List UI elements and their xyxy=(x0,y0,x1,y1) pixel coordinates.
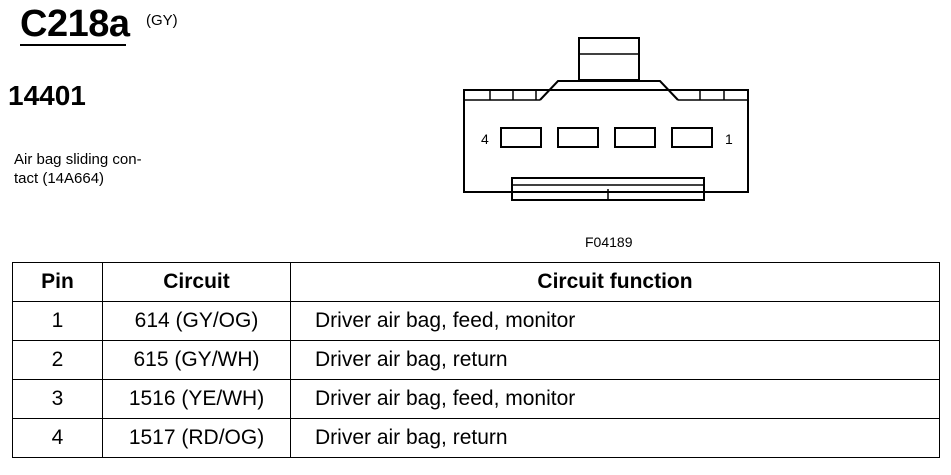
table-row: 1 614 (GY/OG) Driver air bag, feed, moni… xyxy=(12,301,940,341)
table-row: 4 1517 (RD/OG) Driver air bag, return xyxy=(12,418,940,458)
connector-id: C218a xyxy=(20,3,130,45)
component-line-1: Air bag sliding con- xyxy=(14,151,142,168)
pinout-table: Pin Circuit Circuit function 1 614 (GY/O… xyxy=(12,262,940,458)
connector-color: (GY) xyxy=(146,12,178,29)
connector-id-underline xyxy=(20,44,126,46)
table-header-row: Pin Circuit Circuit function xyxy=(12,262,940,302)
connector-face-diagram: 4 1 xyxy=(463,37,749,201)
pin-label-left: 4 xyxy=(481,131,489,147)
function-cell: Driver air bag, feed, monitor xyxy=(290,379,940,419)
pin-cavity-3 xyxy=(557,127,599,148)
table-row: 3 1516 (YE/WH) Driver air bag, feed, mon… xyxy=(12,379,940,419)
pin-cell: 2 xyxy=(12,340,103,380)
column-header-circuit: Circuit xyxy=(102,262,291,302)
component-line-2: tact (14A664) xyxy=(14,170,105,187)
pin-cavity-2 xyxy=(614,127,656,148)
connector-latch xyxy=(578,37,640,81)
pin-cell: 3 xyxy=(12,379,103,419)
pin-cell: 1 xyxy=(12,301,103,341)
part-number: 14401 xyxy=(8,80,86,111)
circuit-cell: 1516 (YE/WH) xyxy=(102,379,291,419)
function-cell: Driver air bag, return xyxy=(290,418,940,458)
pin-cavity-1 xyxy=(671,127,713,148)
circuit-cell: 1517 (RD/OG) xyxy=(102,418,291,458)
column-header-circuit-function: Circuit function xyxy=(290,262,940,302)
figure-id: F04189 xyxy=(585,234,633,250)
column-header-pin: Pin xyxy=(12,262,103,302)
table-row: 2 615 (GY/WH) Driver air bag, return xyxy=(12,340,940,380)
component-description: Air bag sliding con- tact (14A664) xyxy=(14,150,142,188)
pin-cavity-4 xyxy=(500,127,542,148)
circuit-cell: 614 (GY/OG) xyxy=(102,301,291,341)
function-cell: Driver air bag, return xyxy=(290,340,940,380)
pin-cell: 4 xyxy=(12,418,103,458)
function-cell: Driver air bag, feed, monitor xyxy=(290,301,940,341)
circuit-cell: 615 (GY/WH) xyxy=(102,340,291,380)
connector-housing xyxy=(463,89,749,193)
pin-label-right: 1 xyxy=(725,131,733,147)
